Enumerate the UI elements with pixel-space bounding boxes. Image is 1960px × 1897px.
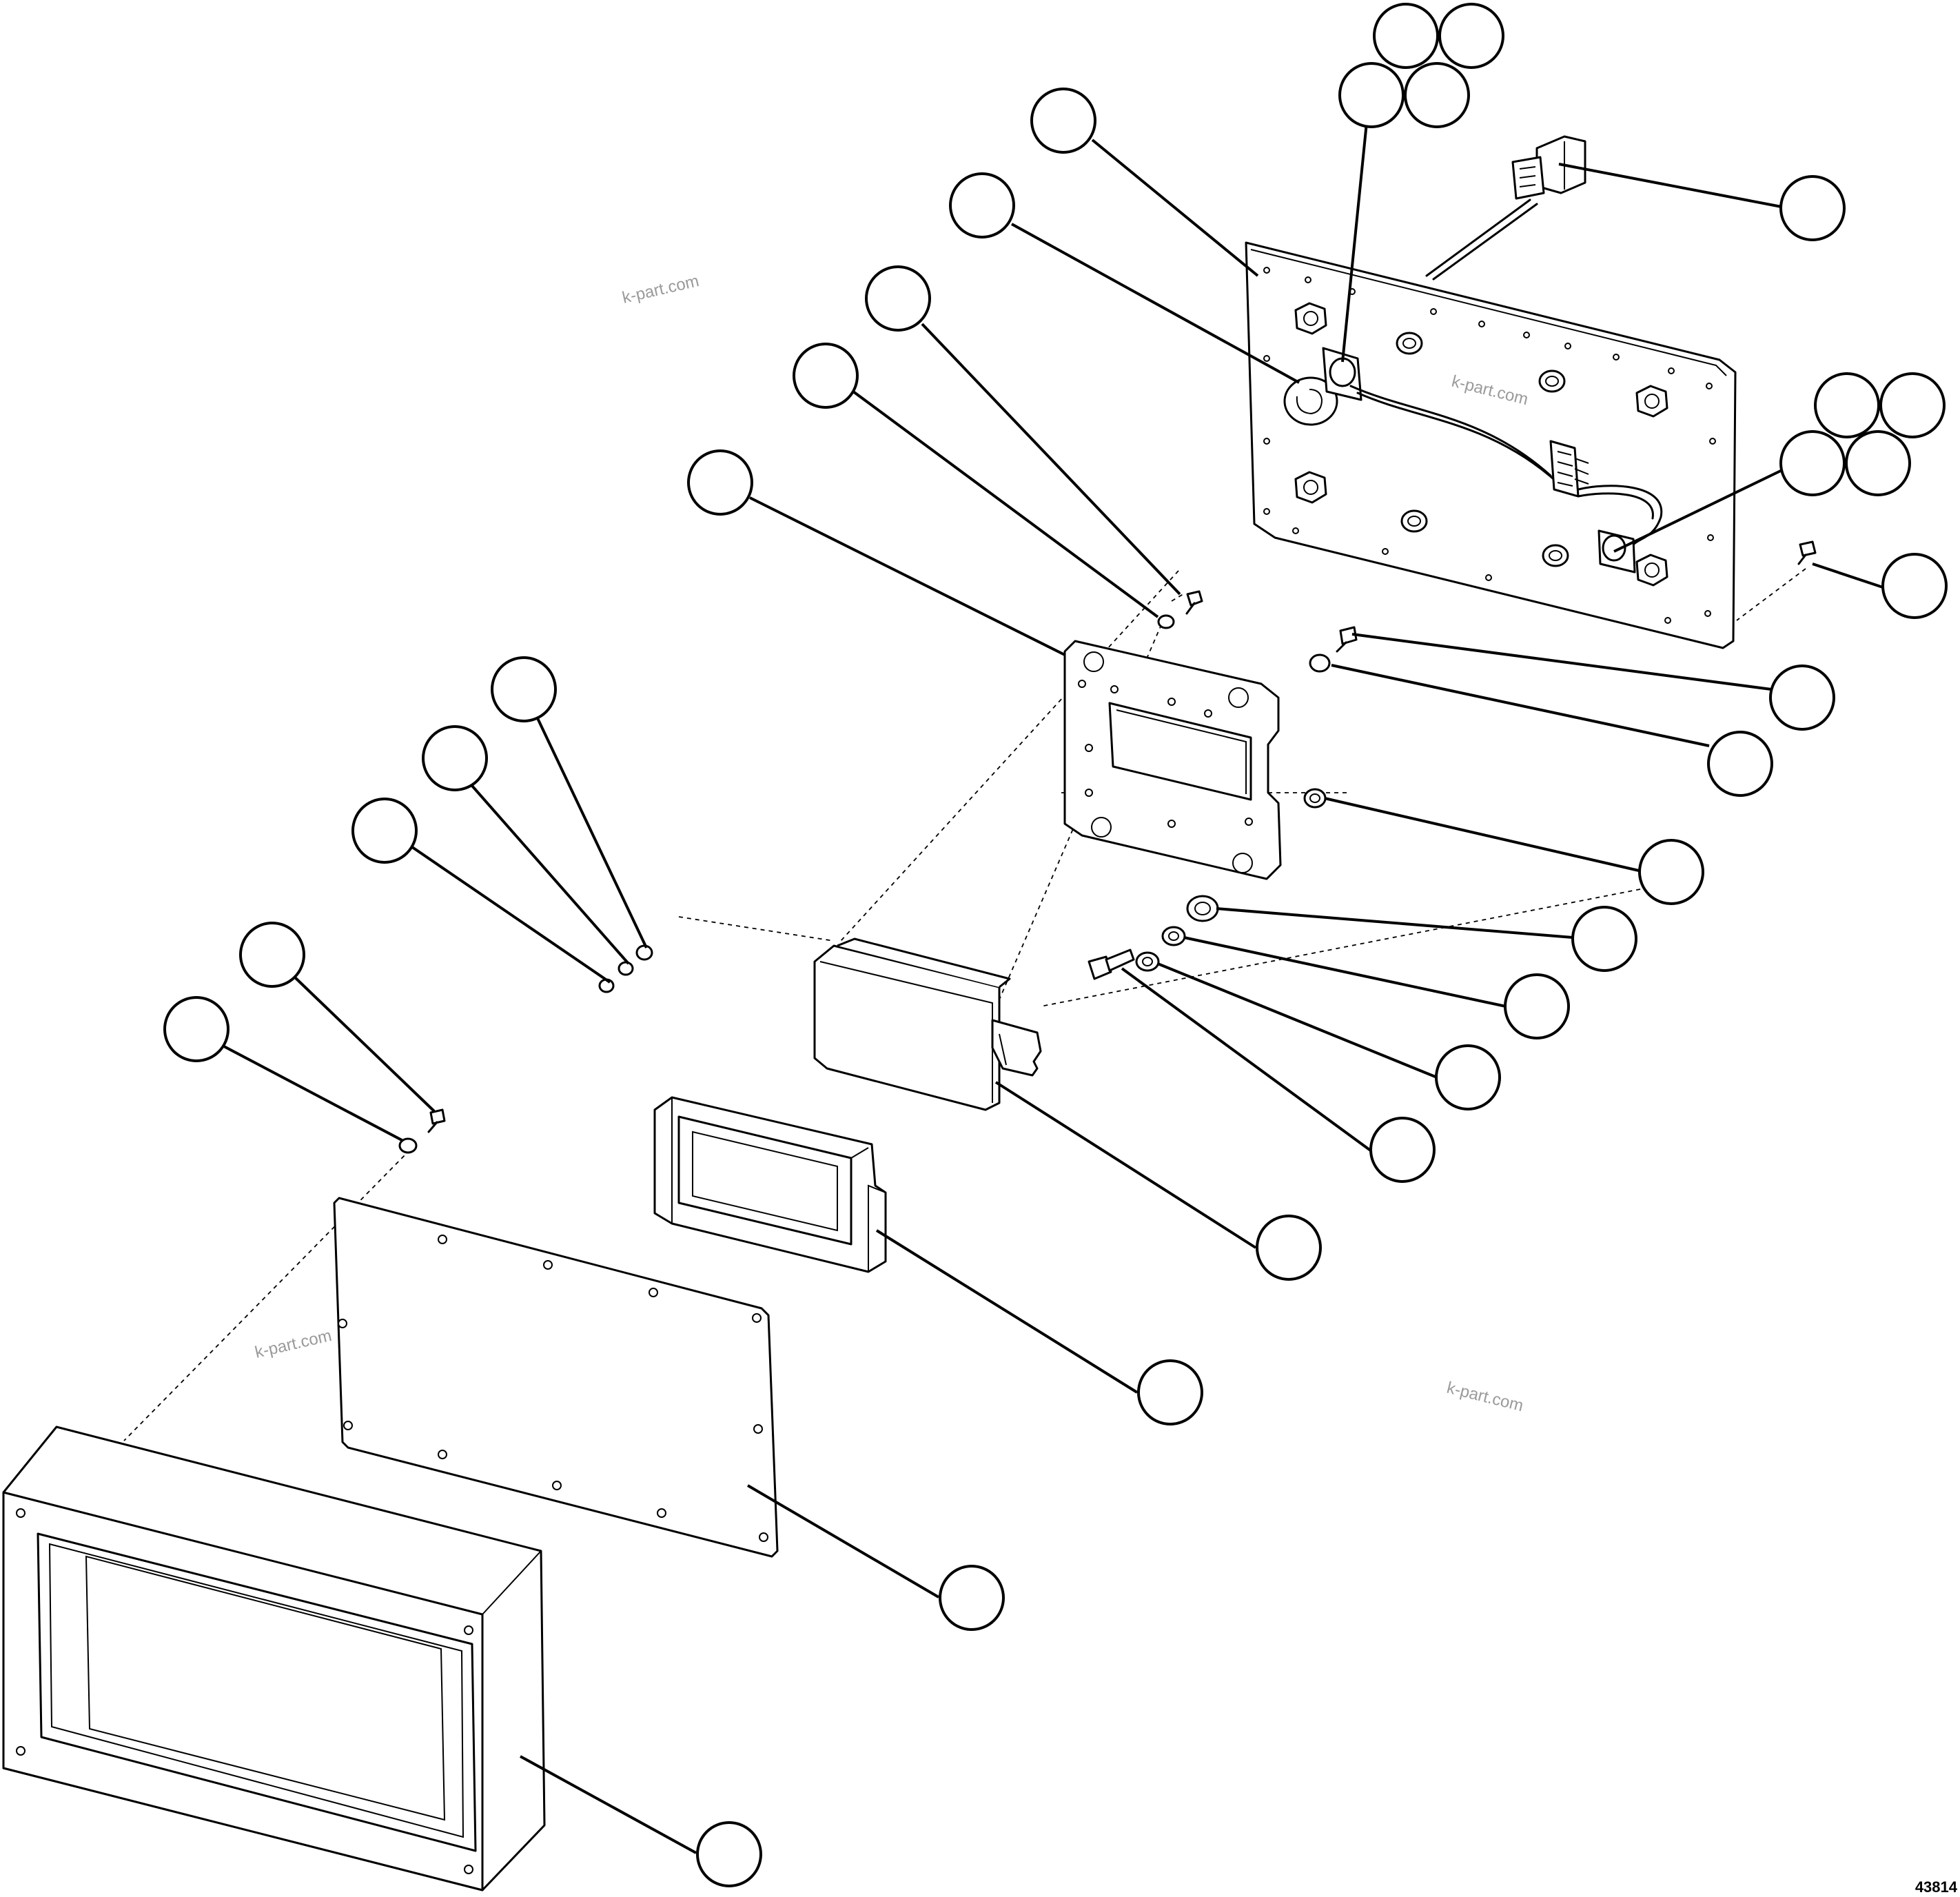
callout-circles xyxy=(163,3,1948,1887)
gasket-plate xyxy=(333,1197,779,1558)
washer-lower-left xyxy=(398,1137,418,1154)
callout-c21 xyxy=(491,656,557,722)
callout-c6c xyxy=(1338,62,1405,128)
callout-c8d xyxy=(1845,430,1911,496)
callout-c8c xyxy=(1779,430,1846,496)
callout-c19 xyxy=(939,1565,1005,1631)
adapter-plate xyxy=(1245,199,1737,649)
callout-c10 xyxy=(1769,665,1835,731)
stack-washer-1 xyxy=(635,944,653,961)
callout-c3 xyxy=(865,265,931,332)
callout-c14 xyxy=(1504,973,1570,1039)
callout-c24 xyxy=(239,922,305,988)
figure-number: 43814 xyxy=(1915,1878,1958,1896)
spacer xyxy=(1303,788,1327,809)
callout-c5 xyxy=(687,449,753,516)
callout-c9 xyxy=(1881,553,1948,619)
callout-c2 xyxy=(949,172,1015,239)
callout-c22 xyxy=(422,725,488,791)
screw-bracket xyxy=(1336,626,1358,653)
callout-c1 xyxy=(1030,88,1096,154)
bolt xyxy=(1088,948,1135,980)
callout-c6a xyxy=(1373,3,1439,69)
display-module xyxy=(813,937,1042,1111)
nut xyxy=(1186,895,1219,922)
callout-c18 xyxy=(1137,1359,1203,1426)
watermark: k-part.com xyxy=(253,1326,334,1362)
callout-c17 xyxy=(1256,1215,1322,1281)
stack-washer-2 xyxy=(617,961,634,976)
washer-bracket xyxy=(1309,653,1331,673)
washer-b xyxy=(1135,951,1160,972)
callout-c20 xyxy=(696,1821,762,1887)
callout-c7 xyxy=(1779,175,1846,241)
plate-studs xyxy=(1396,332,1569,567)
callout-c11 xyxy=(1707,731,1773,797)
grommet xyxy=(1283,376,1338,426)
watermark: k-part.com xyxy=(1445,1379,1526,1416)
callout-c25 xyxy=(163,996,229,1062)
washer-small-upper xyxy=(1157,614,1175,629)
plate-perimeter-holes xyxy=(1263,267,1716,624)
callout-c23 xyxy=(351,798,418,864)
callout-c8b xyxy=(1879,372,1946,438)
callout-c8a xyxy=(1814,372,1880,438)
callout-c6b xyxy=(1438,3,1504,69)
callout-c4 xyxy=(793,343,859,409)
callout-c16 xyxy=(1369,1117,1436,1183)
bezel-small xyxy=(653,1096,887,1273)
wire-harness xyxy=(1349,199,1663,546)
washer-a xyxy=(1161,926,1186,946)
callout-c12 xyxy=(1638,839,1704,905)
screw-right xyxy=(1797,540,1817,565)
callout-c15 xyxy=(1435,1044,1501,1110)
screw-small-upper xyxy=(1185,590,1203,615)
callout-c6d xyxy=(1404,62,1470,128)
harness-mid-connector xyxy=(1549,440,1589,498)
small-fasteners xyxy=(398,540,1817,1154)
plate-hex-nuts xyxy=(1294,302,1668,587)
callout-c13 xyxy=(1571,906,1637,972)
screw-lower-left xyxy=(427,1108,446,1133)
housing-frame xyxy=(2,1426,546,1891)
callout-leaders xyxy=(223,122,1884,1854)
watermark: k-part.com xyxy=(620,272,701,307)
mounting-bracket xyxy=(1063,640,1282,880)
